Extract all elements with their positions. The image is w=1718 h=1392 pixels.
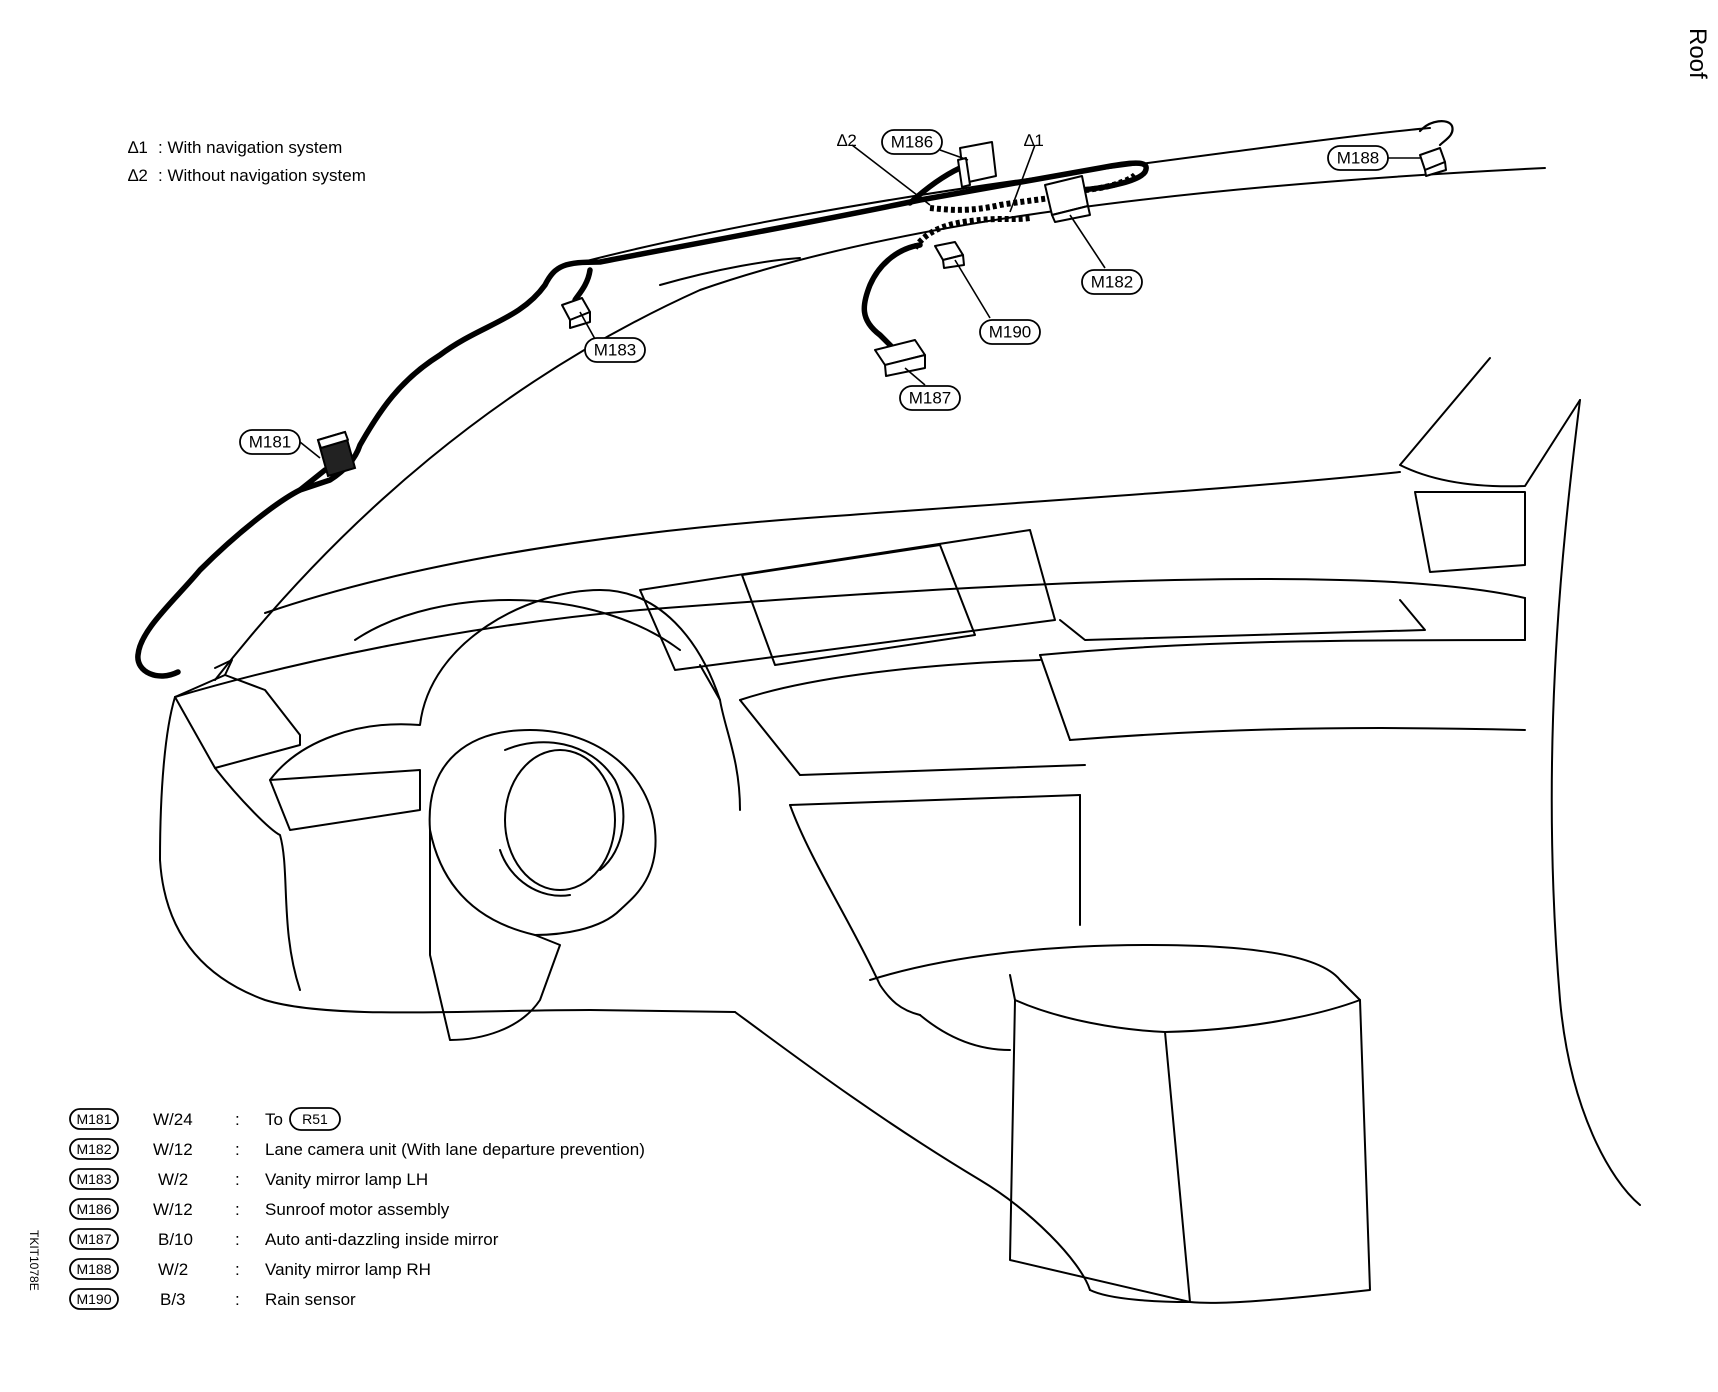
legend-row: M187 B/10 : Auto anti-dazzling inside mi… xyxy=(69,1228,499,1250)
legend-row: M190 B/3 : Rain sensor xyxy=(69,1288,356,1310)
legend-connector: M182 xyxy=(76,1141,111,1157)
legend-row: M188 W/2 : Vanity mirror lamp RH xyxy=(69,1258,431,1280)
callout-m183: M183 xyxy=(584,337,646,363)
legend-desc: Auto anti-dazzling inside mirror xyxy=(265,1230,499,1249)
roof-harness xyxy=(135,120,1454,679)
legend-desc: To xyxy=(265,1110,283,1129)
svg-text:M183: M183 xyxy=(594,341,637,360)
svg-text:M187: M187 xyxy=(909,389,952,408)
legend-row: M186 W/12 : Sunroof motor assembly xyxy=(69,1198,450,1220)
legend-sep: : xyxy=(235,1140,240,1159)
legend-spec: W/12 xyxy=(153,1140,193,1159)
note-text-1: : With navigation system xyxy=(158,138,342,157)
legend-desc: Lane camera unit (With lane departure pr… xyxy=(265,1140,645,1159)
legend: M181 W/24 : To R51 M182 W/12 : Lane came… xyxy=(69,1107,645,1310)
legend-connector: M190 xyxy=(76,1291,111,1307)
legend-ref: R51 xyxy=(302,1111,328,1127)
note-text-2: : Without navigation system xyxy=(158,166,366,185)
legend-sep: : xyxy=(235,1170,240,1189)
connector-m182 xyxy=(1044,175,1091,223)
svg-text:M182: M182 xyxy=(1091,273,1134,292)
connector-m183 xyxy=(561,297,591,329)
legend-row: M182 W/12 : Lane camera unit (With lane … xyxy=(69,1138,645,1160)
legend-sep: : xyxy=(235,1230,240,1249)
callout-star2: ∆2 xyxy=(837,131,857,150)
note-mark-2: ∆2 xyxy=(128,166,148,185)
legend-connector: M187 xyxy=(76,1231,111,1247)
legend-spec: W/12 xyxy=(153,1200,193,1219)
connector-m181 xyxy=(316,430,357,478)
svg-text:M186: M186 xyxy=(891,133,934,152)
legend-connector: M183 xyxy=(76,1171,111,1187)
legend-connector: M188 xyxy=(76,1261,111,1277)
legend-spec: W/2 xyxy=(158,1170,188,1189)
legend-spec: B/10 xyxy=(158,1230,193,1249)
svg-text:M190: M190 xyxy=(989,323,1032,342)
callout-m186: M186 xyxy=(881,129,943,155)
connectors xyxy=(316,141,1447,478)
note-mark-1: ∆1 xyxy=(128,138,148,157)
connector-m188 xyxy=(1419,147,1447,177)
vehicle-interior-drawing xyxy=(159,127,1641,1304)
legend-sep: : xyxy=(235,1200,240,1219)
legend-desc: Vanity mirror lamp RH xyxy=(265,1260,431,1279)
legend-spec: W/24 xyxy=(153,1110,193,1129)
legend-sep: : xyxy=(235,1290,240,1309)
connector-m186 xyxy=(957,141,997,188)
page-title: Roof xyxy=(1684,28,1711,79)
legend-connector: M181 xyxy=(76,1111,111,1127)
svg-text:M181: M181 xyxy=(249,433,292,452)
notes: ∆1 : With navigation system ∆2 : Without… xyxy=(128,138,366,185)
legend-desc: Sunroof motor assembly xyxy=(265,1200,450,1219)
legend-sep: : xyxy=(235,1110,240,1129)
callout-m187: M187 xyxy=(899,385,961,411)
svg-text:M188: M188 xyxy=(1337,149,1380,168)
legend-desc: Rain sensor xyxy=(265,1290,356,1309)
connector-m187 xyxy=(874,339,926,377)
leaders xyxy=(299,144,1420,459)
connector-m190 xyxy=(934,241,965,269)
legend-spec: B/3 xyxy=(160,1290,186,1309)
callout-star1: ∆1 xyxy=(1024,131,1044,150)
legend-desc: Vanity mirror lamp LH xyxy=(265,1170,428,1189)
legend-row: M183 W/2 : Vanity mirror lamp LH xyxy=(69,1168,428,1190)
legend-spec: W/2 xyxy=(158,1260,188,1279)
legend-connector: M186 xyxy=(76,1201,111,1217)
callout-m190: M190 xyxy=(979,319,1041,345)
reference-code: TKIT1078E xyxy=(27,1230,41,1291)
callout-m181: M181 xyxy=(239,429,301,455)
callout-m182: M182 xyxy=(1081,269,1143,295)
legend-row: M181 W/24 : To R51 xyxy=(69,1107,341,1131)
callout-m188: M188 xyxy=(1327,145,1389,171)
legend-sep: : xyxy=(235,1260,240,1279)
